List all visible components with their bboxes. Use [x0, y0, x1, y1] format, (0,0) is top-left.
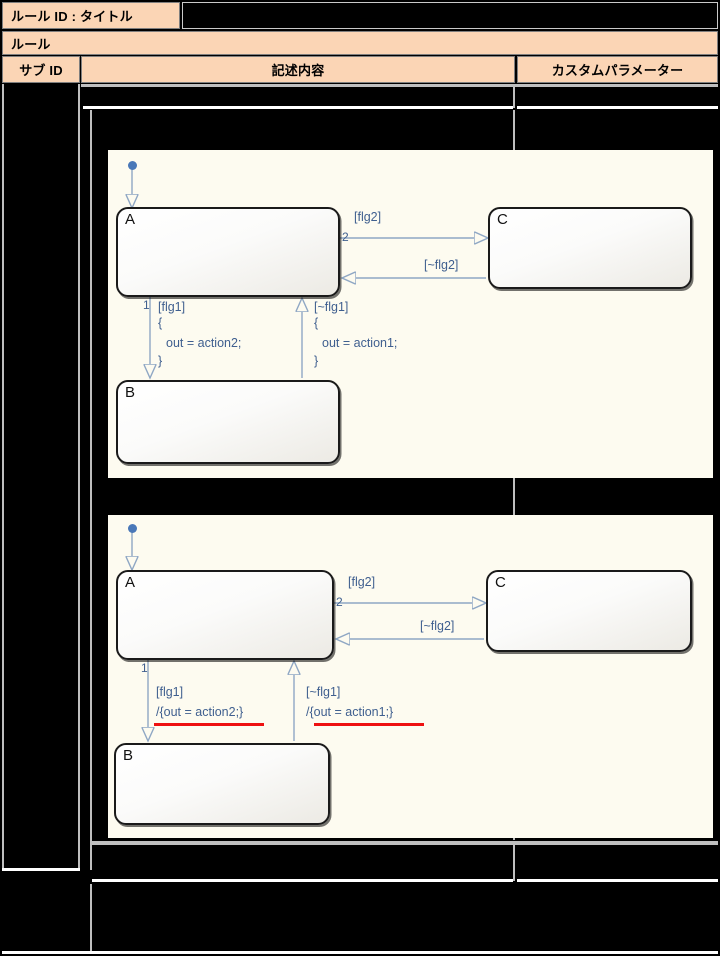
state-a-lower-label: A	[125, 574, 136, 591]
highlight-underline-action1	[314, 723, 424, 726]
transition-action-body-not-flg1-upper: out = action1;	[322, 336, 398, 350]
transition-guard-flg2-lower: [flg2]	[348, 575, 376, 589]
transition-action-body-flg1-upper: out = action2;	[166, 336, 242, 350]
transition-action-flg1-lower: /{out = action2;}	[156, 705, 244, 719]
transition-guard-flg1-lower: [flg1]	[156, 685, 184, 699]
rule-section-label: ルール	[2, 31, 718, 55]
transition-order-2-lower: 2	[336, 595, 343, 609]
grid-line-desc-right-top	[513, 86, 515, 108]
cell-custom-parameter-top-redacted	[517, 87, 718, 107]
grid-line-footer-left	[90, 884, 92, 954]
column-header-description: 記述内容	[81, 56, 515, 83]
transition-action-close-not-flg1-upper: }	[314, 354, 319, 368]
transition-guard-not-flg2-lower: [~flg2]	[420, 619, 455, 633]
transition-order-1-upper: 1	[143, 298, 150, 312]
grid-line-sub-id-bottom	[2, 868, 80, 871]
state-a-upper-label: A	[125, 211, 136, 228]
transition-action-not-flg1-lower: /{out = action1;}	[306, 705, 394, 719]
state-b-lower[interactable]: B	[114, 743, 330, 825]
transition-order-1-lower: 1	[141, 661, 148, 675]
grid-line-row-lower	[92, 841, 718, 845]
transition-order-2-upper: 2	[342, 230, 349, 244]
grid-line-row-top	[81, 84, 718, 87]
grid-line-lower-bottom	[92, 879, 513, 882]
grid-line-lower-split	[513, 843, 515, 881]
rule-id-title-label: ルール ID : タイトル	[2, 2, 180, 29]
cell-description-lower-redacted	[92, 845, 513, 881]
grid-line-row-top-bottom	[83, 106, 513, 109]
diagram-upper-wires	[108, 166, 713, 478]
scan-noise-footer: ‌ ‌	[300, 938, 302, 944]
state-a-upper[interactable]: A	[116, 207, 340, 297]
grid-line-page-bottom	[2, 951, 718, 954]
grid-line-row-top-bottom-right	[517, 106, 718, 109]
diagram-upper: A B C 1 [flg1] { out = action2; } [~flg1…	[108, 150, 713, 478]
state-b-lower-label: B	[123, 747, 134, 764]
transition-guard-not-flg2-upper: [~flg2]	[424, 258, 459, 272]
transition-guard-not-flg1-upper: [~flg1]	[314, 300, 349, 314]
scan-noise-top: ‌ ‌	[100, 89, 102, 95]
grid-line-left	[2, 84, 4, 871]
highlight-underline-action2	[154, 723, 264, 726]
diagram-lower-wires	[108, 529, 713, 838]
diagram-lower: A B C 1 [flg1] /{out = action2;} [~flg1]…	[108, 515, 713, 838]
initial-state-dot-lower	[128, 524, 137, 533]
cell-footer-redacted	[92, 886, 718, 952]
state-b-upper[interactable]: B	[116, 380, 340, 464]
transition-action-open-not-flg1-upper: {	[314, 316, 319, 330]
column-header-sub-id: サブ ID	[2, 56, 80, 83]
initial-state-dot-upper	[128, 161, 137, 170]
transition-action-open-flg1-upper: {	[158, 316, 163, 330]
cell-sub-id-redacted	[4, 86, 78, 869]
cell-description-top-redacted	[83, 87, 513, 107]
cell-custom-parameter-lower-redacted	[517, 845, 718, 881]
state-c-lower[interactable]: C	[486, 570, 692, 652]
grid-line-content-left	[90, 110, 92, 870]
transition-guard-not-flg1-lower: [~flg1]	[306, 685, 341, 699]
rule-id-title-value-field[interactable]	[182, 2, 718, 29]
state-a-lower[interactable]: A	[116, 570, 334, 660]
state-b-upper-label: B	[125, 384, 136, 401]
grid-line-sub-id-right	[78, 84, 80, 871]
transition-guard-flg2-upper: [flg2]	[354, 210, 382, 224]
transition-guard-flg1-upper: [flg1]	[158, 300, 186, 314]
state-c-upper-label: C	[497, 211, 508, 228]
state-c-upper[interactable]: C	[488, 207, 692, 289]
state-c-lower-label: C	[495, 574, 506, 591]
column-header-custom-parameter: カスタムパラメーター	[517, 56, 718, 83]
grid-line-lower-bottom-right	[517, 879, 718, 882]
transition-action-close-flg1-upper: }	[158, 354, 163, 368]
